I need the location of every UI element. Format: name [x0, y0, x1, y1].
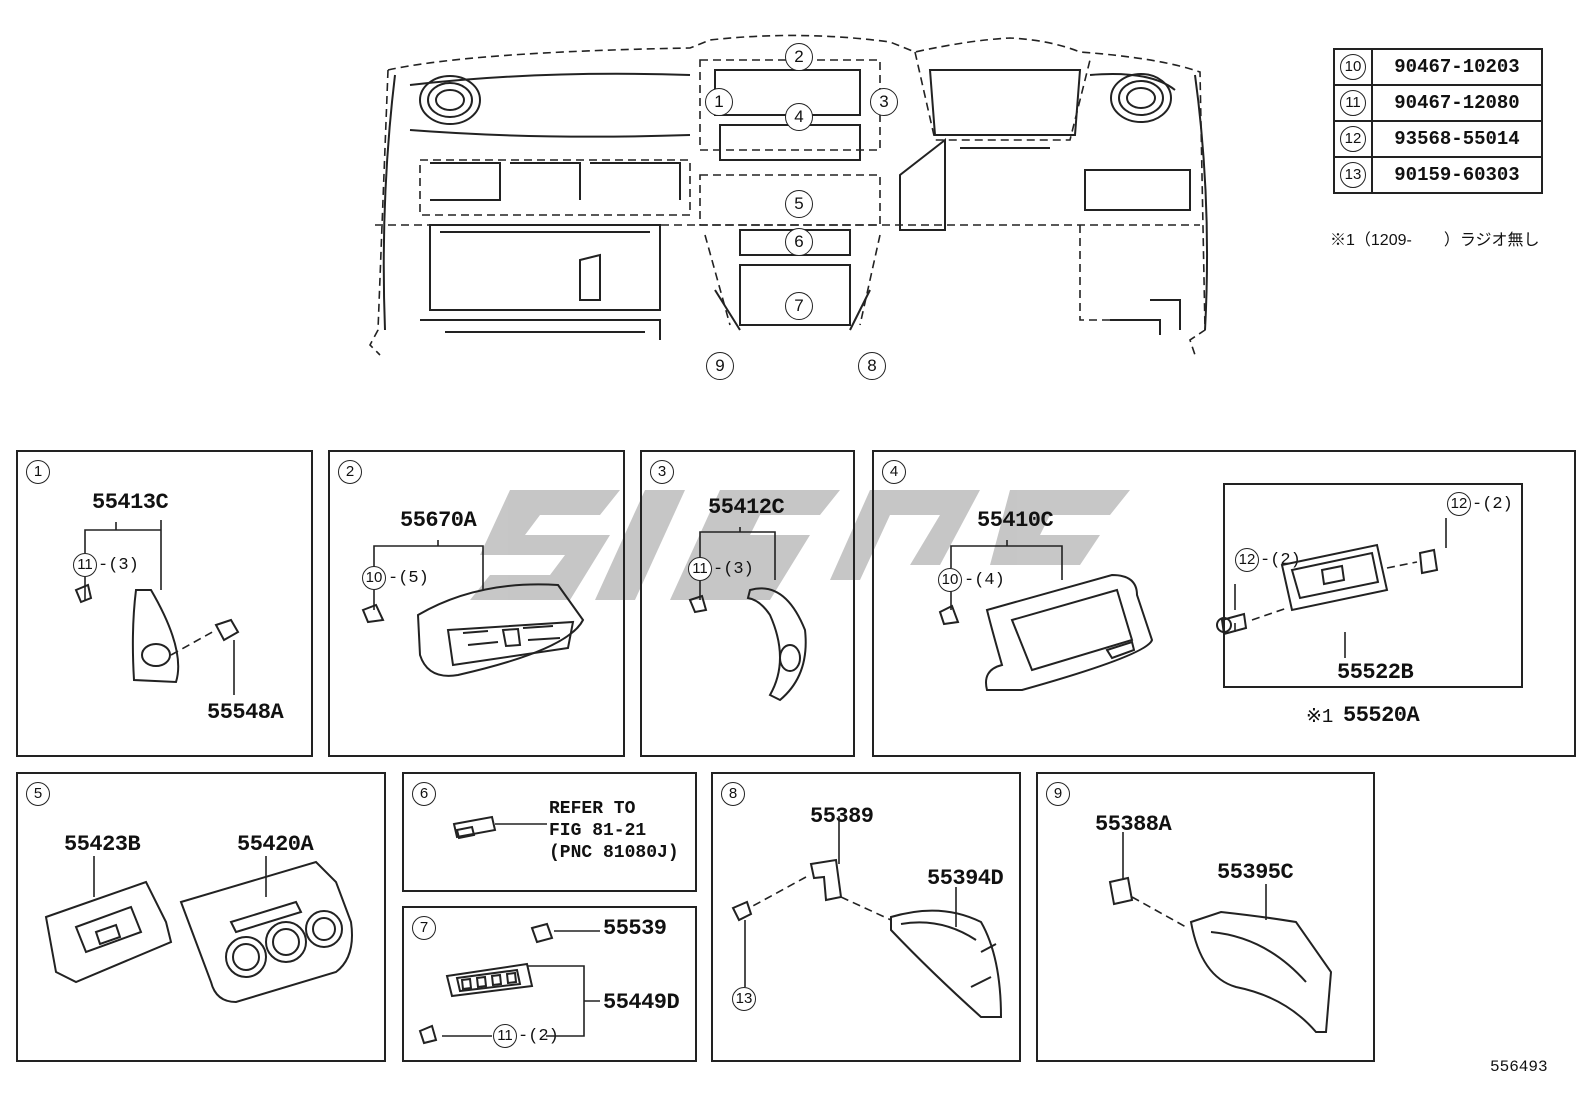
clip-callout-10[interactable]: 10 — [938, 568, 962, 592]
part-55394D[interactable]: 55394D — [927, 866, 1004, 891]
panel-4-drawing — [938, 518, 1447, 691]
ref-num: 11 — [1340, 90, 1366, 116]
part-55412C[interactable]: 55412C — [708, 495, 785, 520]
clip-callout-10[interactable]: 10 — [362, 566, 386, 590]
screw-qty-right: -(2) — [1472, 495, 1513, 514]
overview-callout-3[interactable]: 3 — [870, 88, 898, 116]
ref-part-number[interactable]: 90159-60303 — [1371, 156, 1543, 194]
panel-6-number: 6 — [412, 782, 436, 806]
panel-9 — [1036, 772, 1375, 1062]
part-55548A[interactable]: 55548A — [207, 700, 284, 725]
panel-6-drawing — [452, 815, 547, 840]
part-55522B[interactable]: 55522B — [1337, 660, 1414, 685]
part-55420A[interactable]: 55420A — [237, 832, 314, 857]
panel-3-drawing — [688, 527, 807, 702]
clip-qty: -(2) — [518, 1027, 559, 1046]
part-55423B[interactable]: 55423B — [64, 832, 141, 857]
panel-8-number: 8 — [721, 782, 745, 806]
screw-callout-12-left[interactable]: 12 — [1235, 548, 1259, 572]
overview-callout-9[interactable]: 9 — [706, 352, 734, 380]
panel-9-number: 9 — [1046, 782, 1070, 806]
panel-8-drawing — [731, 816, 1003, 1018]
panel-2 — [328, 450, 625, 757]
ref-part-number[interactable]: 93568-55014 — [1371, 120, 1543, 158]
part-55449D[interactable]: 55449D — [603, 990, 680, 1015]
panel-3-number: 3 — [650, 460, 674, 484]
ref-num: 10 — [1340, 54, 1366, 80]
screw-callout-13[interactable]: 13 — [732, 987, 756, 1011]
dashboard-overview-drawing — [369, 34, 1209, 356]
diagram-id: 556493 — [1490, 1058, 1548, 1076]
ref-part-number[interactable]: 90467-10203 — [1371, 48, 1543, 86]
overview-callout-6[interactable]: 6 — [785, 228, 813, 256]
part-55413C[interactable]: 55413C — [92, 490, 169, 515]
radio-footnote: ※1（1209- ）ラジオ無し — [1330, 232, 1540, 249]
panel-8 — [711, 772, 1021, 1062]
overview-callout-8[interactable]: 8 — [858, 352, 886, 380]
panel-5-number: 5 — [26, 782, 50, 806]
panel-6 — [402, 772, 697, 892]
panel-1-drawing — [74, 520, 240, 695]
part-55388A[interactable]: 55388A — [1095, 812, 1172, 837]
overview-callout-4[interactable]: 4 — [785, 103, 813, 131]
table-row: 10 90467-10203 — [1333, 48, 1543, 86]
clip-callout-11[interactable]: 11 — [73, 553, 97, 577]
overview-callout-2[interactable]: 2 — [785, 43, 813, 71]
ref-part-number[interactable]: 90467-12080 — [1371, 84, 1543, 122]
clip-callout-11[interactable]: 11 — [493, 1024, 517, 1048]
panel-5 — [16, 772, 386, 1062]
table-row: 12 93568-55014 — [1333, 120, 1543, 158]
panel-1 — [16, 450, 313, 757]
panel-7-number: 7 — [412, 916, 436, 940]
overview-callout-1[interactable]: 1 — [705, 88, 733, 116]
panel-2-number: 2 — [338, 460, 362, 484]
assy-note-mark: ※1 — [1306, 706, 1334, 728]
table-row: 13 90159-60303 — [1333, 156, 1543, 194]
screw-callout-12-right[interactable]: 12 — [1447, 492, 1471, 516]
panel-7-drawing — [418, 922, 600, 1045]
panel-9-drawing — [1108, 832, 1333, 1033]
part-55395C[interactable]: 55395C — [1217, 860, 1294, 885]
clip-callout-11[interactable]: 11 — [688, 557, 712, 581]
panel-1-number: 1 — [26, 460, 50, 484]
clip-qty: -(5) — [388, 569, 429, 588]
panel-2-drawing — [361, 540, 585, 677]
clip-qty: -(3) — [98, 556, 139, 575]
clip-qty: -(4) — [964, 571, 1005, 590]
part-55520A[interactable]: 55520A — [1343, 703, 1420, 728]
part-55410C[interactable]: 55410C — [977, 508, 1054, 533]
panel-7 — [402, 906, 697, 1062]
fastener-reference-table: 10 90467-10203 11 90467-12080 12 93568-5… — [1333, 48, 1543, 194]
part-55670A[interactable]: 55670A — [400, 508, 477, 533]
refer-note[interactable]: REFER TO FIG 81-21 (PNC 81080J) — [549, 799, 679, 863]
overview-callout-7[interactable]: 7 — [785, 292, 813, 320]
part-55539[interactable]: 55539 — [603, 916, 667, 941]
ref-num: 12 — [1340, 126, 1366, 152]
part-55389[interactable]: 55389 — [810, 804, 874, 829]
radio-delete-subpanel — [1223, 483, 1523, 688]
ref-num: 13 — [1340, 162, 1366, 188]
clip-qty: -(3) — [713, 560, 754, 579]
panel-4 — [872, 450, 1576, 757]
panel-4-number: 4 — [882, 460, 906, 484]
screw-qty-left: -(2) — [1260, 551, 1301, 570]
table-row: 11 90467-12080 — [1333, 84, 1543, 122]
panel-3 — [640, 450, 855, 757]
overview-callout-5[interactable]: 5 — [785, 190, 813, 218]
panel-5-drawing — [44, 856, 353, 1004]
